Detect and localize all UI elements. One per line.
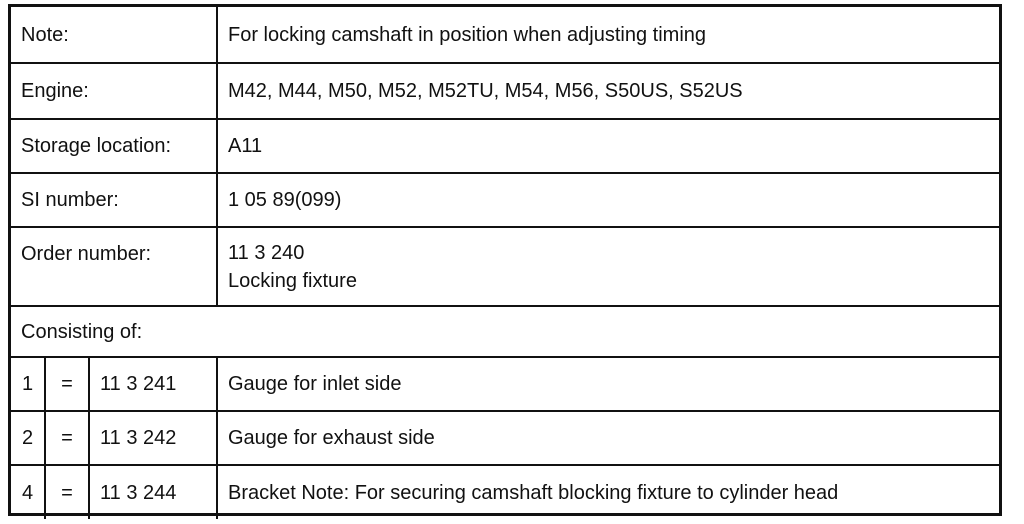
part-number: 11 3 244 (88, 464, 218, 519)
consisting-label: Consisting of: (11, 305, 999, 358)
note-value: For locking camshaft in position when ad… (216, 7, 999, 64)
part-equals: = (44, 464, 90, 519)
si-label: SI number: (11, 172, 218, 228)
part-qty: 1 (11, 356, 46, 412)
si-value: 1 05 89(099) (216, 172, 999, 228)
part-equals: = (44, 410, 90, 466)
storage-label: Storage location: (11, 118, 218, 174)
part-qty: 4 (11, 464, 46, 519)
engine-value: M42, M44, M50, M52, M52TU, M54, M56, S50… (216, 62, 999, 120)
part-row: 1 = 11 3 241 Gauge for inlet side (11, 356, 999, 412)
order-row: Order number: 11 3 240 Locking fixture (11, 226, 999, 307)
order-number: 11 3 240 (228, 241, 305, 264)
part-row: 2 = 11 3 242 Gauge for exhaust side (11, 410, 999, 466)
part-row: 4 = 11 3 244 Bracket Note: For securing … (11, 464, 999, 519)
engine-label: Engine: (11, 62, 218, 120)
storage-row: Storage location: A11 (11, 118, 999, 174)
tool-info-sheet: Note: For locking camshaft in position w… (8, 4, 1002, 519)
part-number: 11 3 242 (88, 410, 218, 466)
note-row: Note: For locking camshaft in position w… (11, 7, 999, 64)
note-label: Note: (11, 7, 218, 64)
engine-row: Engine: M42, M44, M50, M52, M52TU, M54, … (11, 62, 999, 120)
consisting-row: Consisting of: (11, 305, 999, 358)
part-equals: = (44, 356, 90, 412)
order-description: Locking fixture (228, 269, 357, 292)
si-row: SI number: 1 05 89(099) (11, 172, 999, 228)
part-description: Gauge for exhaust side (216, 410, 999, 466)
part-description: Bracket Note: For securing camshaft bloc… (216, 464, 999, 519)
storage-value: A11 (216, 118, 999, 174)
part-description: Gauge for inlet side (216, 356, 999, 412)
part-number: 11 3 241 (88, 356, 218, 412)
order-value: 11 3 240 Locking fixture (216, 226, 999, 307)
order-label: Order number: (11, 226, 218, 307)
tool-info-table: Note: For locking camshaft in position w… (11, 7, 999, 519)
part-qty: 2 (11, 410, 46, 466)
